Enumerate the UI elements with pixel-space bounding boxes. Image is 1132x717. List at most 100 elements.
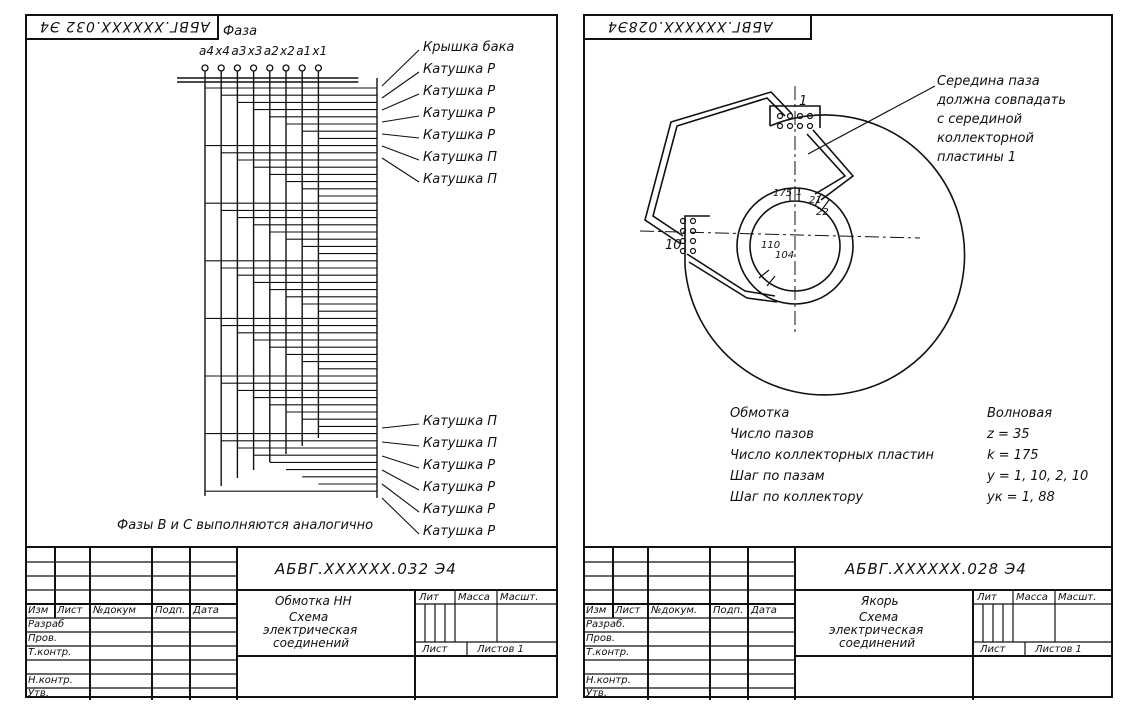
spec-value-0: Волновая [987,406,1053,421]
terminal-label-x3: x3 [247,44,263,58]
right-tb-hdr-data: Дата [751,605,777,616]
terminal-label-a4: a4 [199,44,214,58]
top-callout-1: Катушка Р [423,62,496,77]
bottom-callout-3: Катушка Р [423,480,496,495]
right-title-block: АБВГ.XXXXXX.028 Э4 Якорь Схема электриче… [585,546,1113,700]
left-title-block-grid [27,548,558,700]
spec-value-2: k = 175 [987,448,1039,463]
faza-label: Фаза [223,24,258,39]
commutator-110-label: 110 [761,240,781,251]
slot-1-label: 1 [799,94,808,109]
left-title-block: АБВГ.XXXXXX.032 Э4 Обмотка НН Схема элек… [27,546,558,700]
right-tb-hdr-podp: Подп. [713,605,744,616]
right-drawing-sheet: АБВГ.XXXXXX.028Э4 [583,14,1113,700]
callout-line-4: пластины 1 [937,150,1017,165]
spec-label-2: Число коллекторных пластин [730,448,934,463]
right-title-name-1: Якорь [861,594,899,608]
bottom-callout-1: Катушка П [423,436,498,451]
bottom-callout-5: Катушка Р [423,524,496,539]
terminal-node [266,64,274,72]
left-stamp-box: АБВГ.XXXXXX.032 Э4 [27,16,219,40]
left-tb-listov: Листов 1 [477,644,524,655]
right-tb-list: Лист [980,644,1006,655]
terminal-node [314,64,323,72]
slot-10-label: 10 [665,238,682,253]
top-callout-4: Катушка Р [423,128,496,143]
commutator-21-label: 21 [809,195,822,206]
right-title-name-4: соединений [839,636,916,650]
callout-line-1: должна совпадать [937,93,1066,108]
bottom-callout-0: Катушка П [423,414,498,429]
left-tb-massa: Масса [458,592,490,603]
top-callout-5: Катушка П [423,150,498,165]
top-callout-2: Катушка Р [423,84,496,99]
left-tb-utv: Утв. [28,688,49,699]
phases-note: Фазы В и С выполняются аналогично [117,518,374,533]
spec-value-4: yк = 1, 88 [987,490,1055,505]
callout-line-3: коллекторной [937,131,1034,146]
left-tb-hdr-ndoc: №докум [93,605,136,616]
right-tb-massa: Масса [1016,592,1048,603]
right-tb-masht: Масшт. [1058,592,1097,603]
bottom-callout-4: Катушка Р [423,502,496,517]
left-title-name-3: электрическая [263,623,358,637]
wire-segment [381,423,420,429]
wire-segment [381,93,420,111]
left-tb-hdr-data: Дата [193,605,219,616]
terminal-node [201,64,209,72]
callout-line-2: с серединой [937,112,1023,127]
right-tb-tkontr: Т.контр. [586,647,630,658]
terminal-node [298,64,306,72]
spec-label-1: Число пазов [730,427,814,442]
right-tb-lit: Лит [977,592,997,603]
left-title-name-1: Обмотка НН [275,594,352,608]
callout-line-0: Середина паза [937,74,1040,89]
wire-segment [381,157,420,183]
left-title-code: АБВГ.XXXXXX.032 Э4 [275,560,457,578]
spec-label-0: Обмотка [730,406,790,421]
spec-label-4: Шаг по коллектору [730,490,864,505]
left-tb-tkontr: Т.контр. [28,647,72,658]
left-tb-hdr-list: Лист [57,605,83,616]
wire-segment [381,483,420,513]
left-tb-masht: Масшт. [500,592,539,603]
spec-value-1: z = 35 [987,427,1030,442]
right-tb-hdr-izm: Изм [586,605,607,616]
commutator-104-label: 104 [775,250,795,261]
left-title-name-4: соединений [273,636,350,650]
winding-wiring-diagram [177,49,420,535]
armature-winding-diagram [639,85,966,396]
right-tb-hdr-list: Лист [615,605,641,616]
left-tb-lit: Лит [419,592,439,603]
right-title-code: АБВГ.XXXXXX.028 Э4 [845,560,1027,578]
right-title-block-grid [585,548,1113,700]
terminal-node [249,64,258,72]
right-tb-hdr-ndoc: №докум. [651,605,698,616]
right-title-name-2: Схема [859,610,899,624]
left-title-name-2: Схема [289,610,329,624]
terminal-label-x4: x4 [215,44,230,58]
bottom-callout-2: Катушка Р [423,458,496,473]
right-tb-nkontr: Н.контр. [586,675,631,686]
top-callout-0: Крышка бака [423,40,515,55]
terminal-label-a2: a2 [263,44,279,58]
terminal-label-x2: x2 [280,44,295,58]
wire-segment [381,455,420,469]
wire-segment [381,71,420,99]
wire-segment [381,469,420,491]
top-callout-6: Катушка П [423,172,498,187]
left-tb-nkontr: Н.контр. [28,675,73,686]
commutator-175-label: 175 [773,188,793,199]
right-tb-razrab: Разраб. [586,619,626,630]
left-tb-hdr-podp: Подп. [155,605,186,616]
left-tb-razrab: Разраб [28,619,65,630]
top-callout-3: Катушка Р [423,106,496,121]
terminal-node [233,64,242,72]
right-tb-listov: Листов 1 [1035,644,1082,655]
spec-value-3: y = 1, 10, 2, 10 [987,469,1089,484]
terminal-label-x1: x1 [312,44,328,58]
terminal-node [217,64,225,72]
right-tb-utv: Утв. [586,688,607,699]
wire-segment [381,145,420,161]
